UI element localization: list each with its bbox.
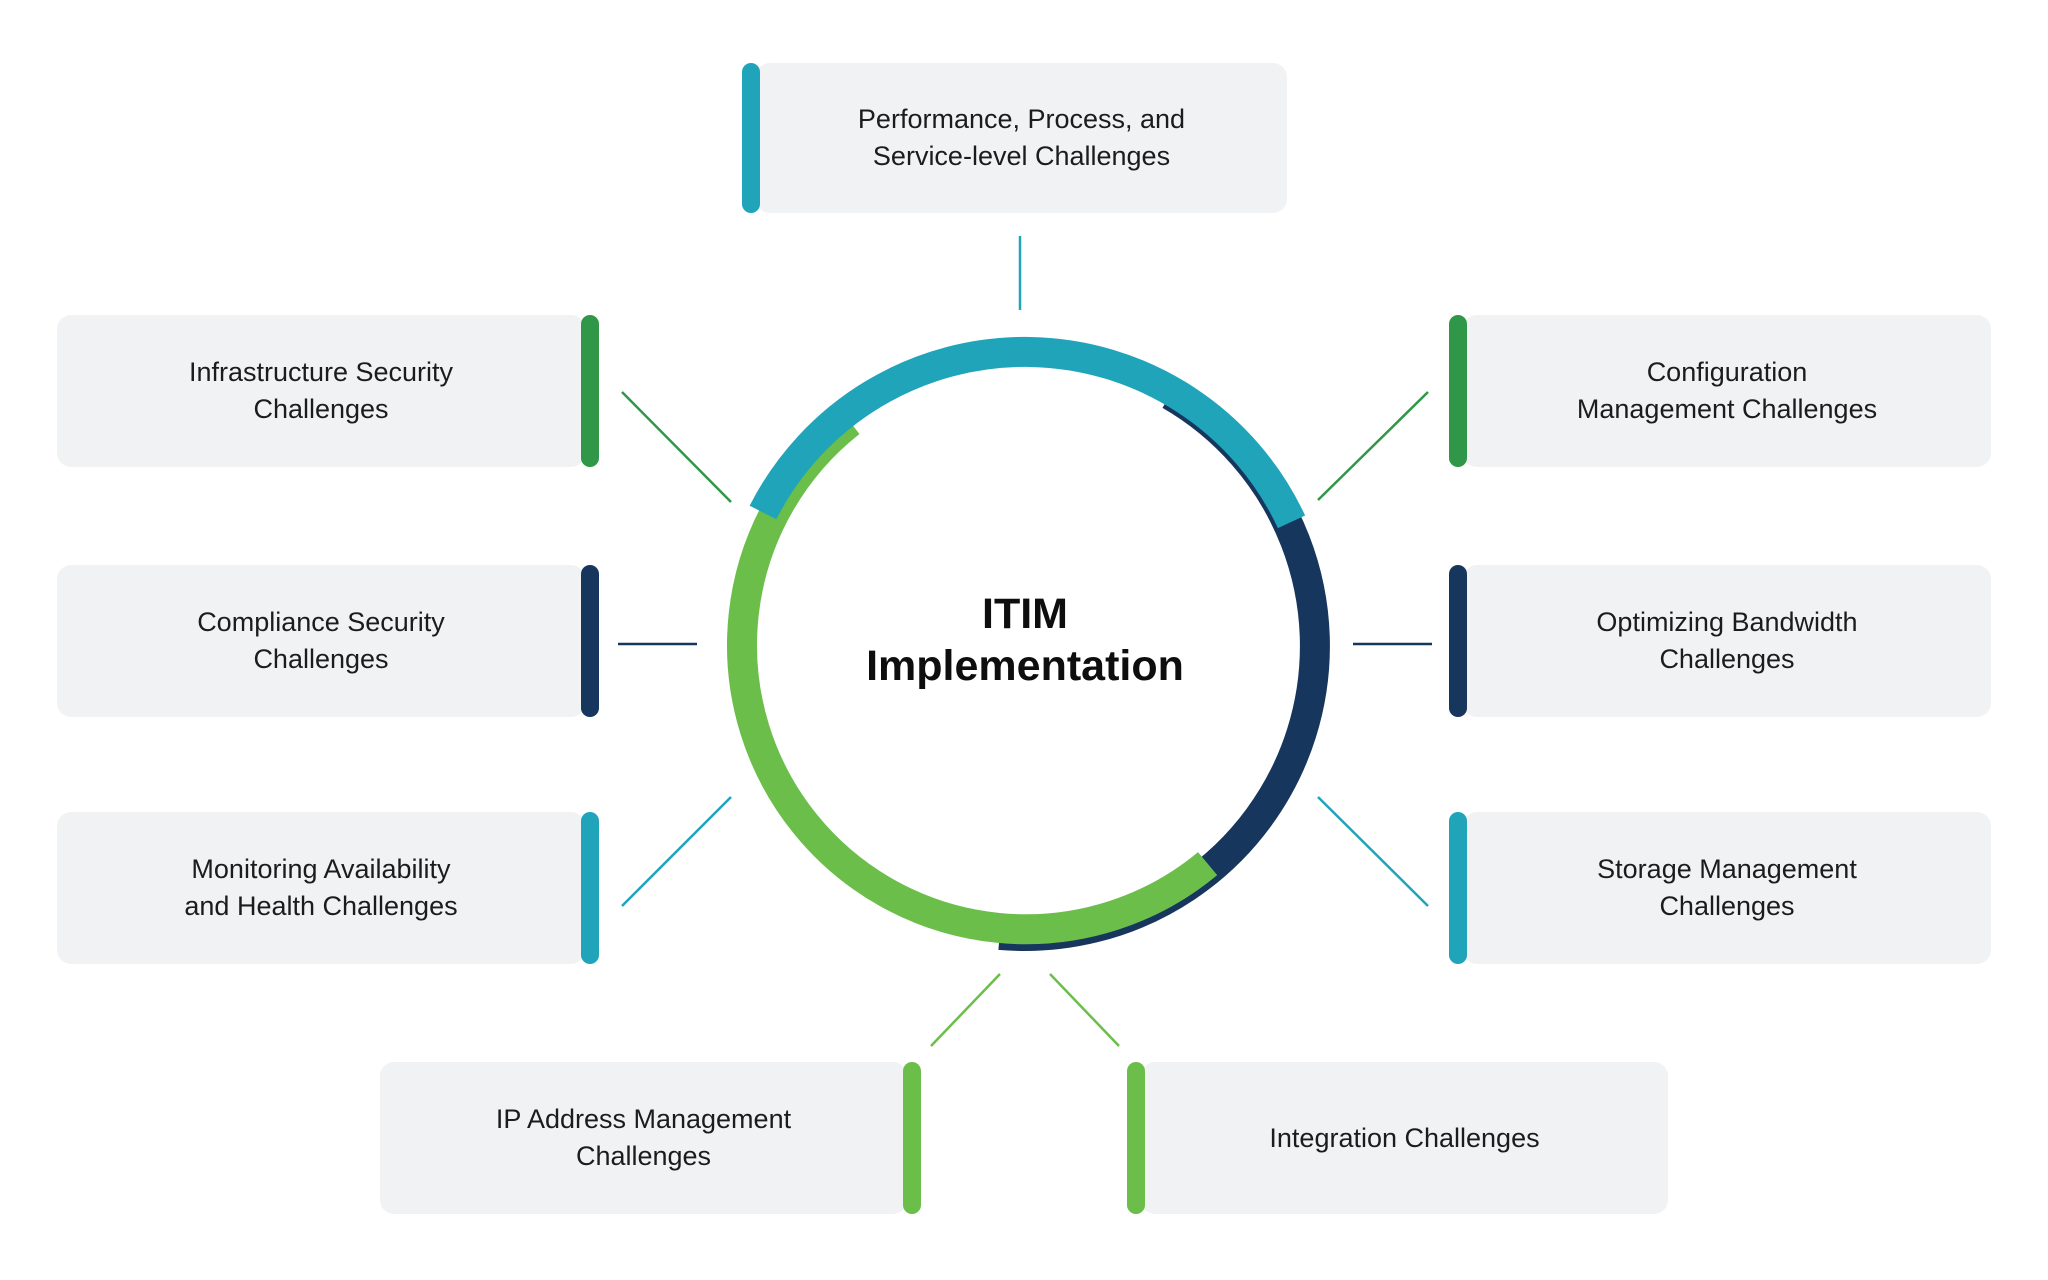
card-monitoring: Monitoring Availability and Health Chall… xyxy=(57,812,585,964)
card-infrastructure-accent xyxy=(581,315,599,467)
card-storage-label: Storage Management Challenges xyxy=(1597,854,1857,921)
connector-storage xyxy=(1317,796,1429,907)
card-compliance: Compliance Security Challenges xyxy=(57,565,585,717)
card-storage: Storage Management Challenges xyxy=(1463,812,1991,964)
card-configuration-accent xyxy=(1449,315,1467,467)
card-performance-label: Performance, Process, and Service-level … xyxy=(857,104,1186,171)
card-bandwidth: Optimizing Bandwidth Challenges xyxy=(1463,565,1991,717)
card-ip-address-accent xyxy=(903,1062,921,1214)
connector-monitoring xyxy=(621,796,732,907)
connector-integration xyxy=(1049,973,1120,1047)
card-ip-address-label: IP Address Management Challenges xyxy=(495,1104,792,1171)
card-infrastructure-label: Infrastructure Security Challenges xyxy=(188,357,454,424)
card-storage-accent xyxy=(1449,812,1467,964)
card-bandwidth-label: Optimizing Bandwidth Challenges xyxy=(1596,607,1858,674)
card-infrastructure: Infrastructure Security Challenges xyxy=(57,315,585,467)
card-monitoring-label: Monitoring Availability and Health Chall… xyxy=(184,854,458,921)
card-bandwidth-accent xyxy=(1449,565,1467,717)
card-ip-address: IP Address Management Challenges xyxy=(380,1062,907,1214)
card-configuration-label: Configuration Management Challenges xyxy=(1576,357,1878,424)
connector-configuration xyxy=(1317,391,1429,501)
card-integration: Integration Challenges xyxy=(1141,1062,1668,1214)
card-monitoring-accent xyxy=(581,812,599,964)
connector-ip-address xyxy=(930,973,1001,1047)
card-performance-accent xyxy=(742,63,760,213)
ring-arc-green xyxy=(727,410,1218,945)
card-configuration: Configuration Management Challenges xyxy=(1463,315,1991,467)
ring-arc-teal xyxy=(749,336,1306,529)
connector-infrastructure xyxy=(621,391,732,503)
card-compliance-label: Compliance Security Challenges xyxy=(197,607,445,674)
center-circle-label: ITIM Implementation xyxy=(866,590,1184,690)
card-integration-accent xyxy=(1127,1062,1145,1214)
card-integration-label: Integration Challenges xyxy=(1269,1122,1540,1153)
card-compliance-accent xyxy=(581,565,599,717)
card-performance: Performance, Process, and Service-level … xyxy=(756,63,1287,213)
